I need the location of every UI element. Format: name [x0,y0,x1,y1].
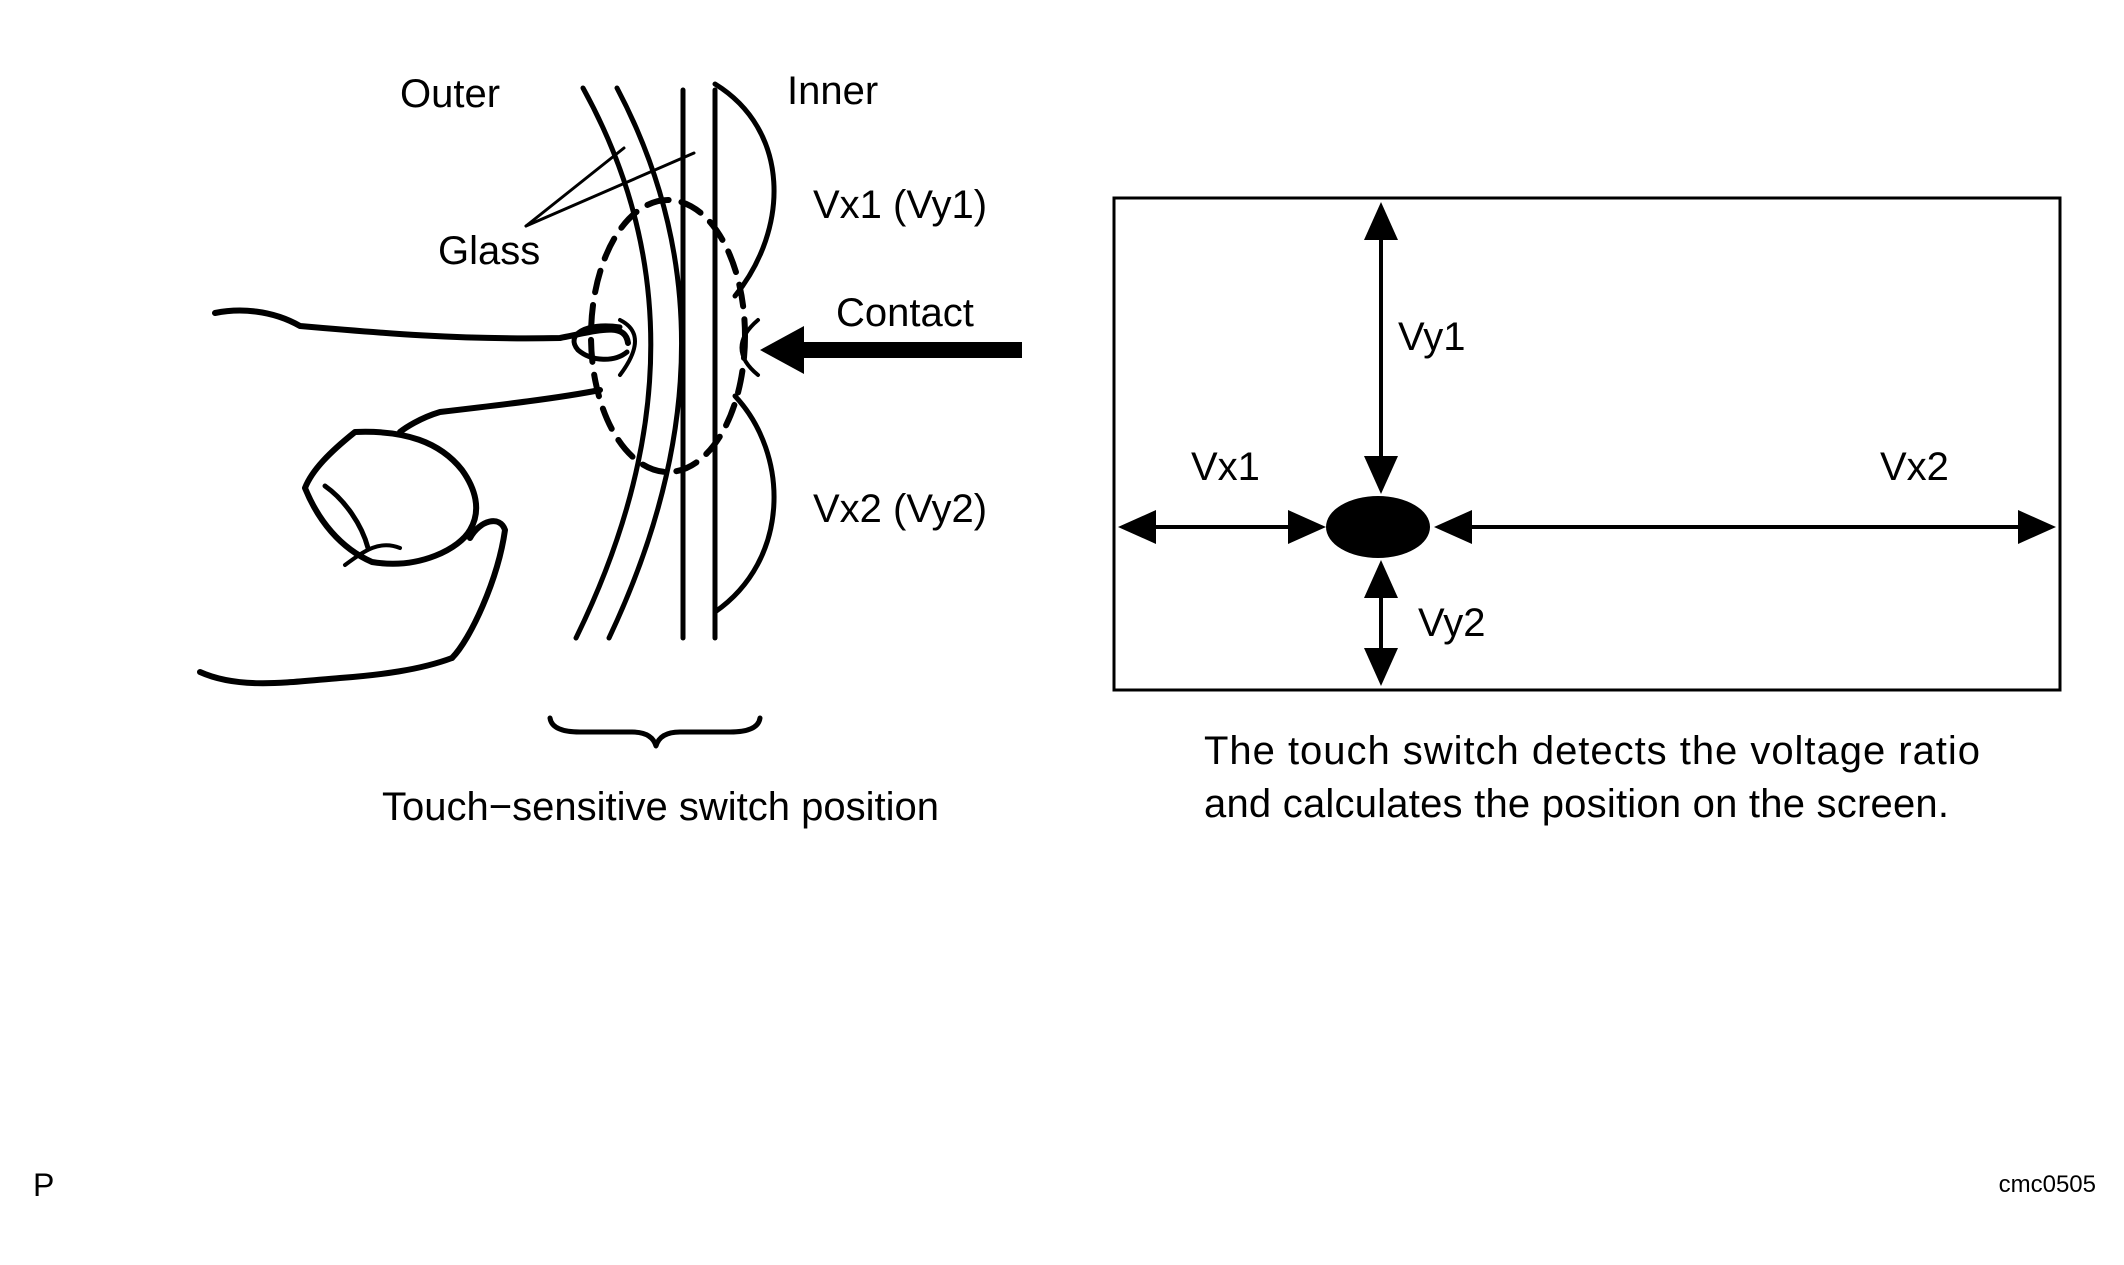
figure-code: cmc0505 [1999,1171,2096,1198]
vy2-arrow [1364,560,1398,686]
outer-glass-curve-1 [573,85,654,641]
right-caption-line-2: and calculates the position on the scree… [1204,782,1949,826]
finger-bottom-outline [397,387,603,435]
touch-point [1326,496,1430,558]
vx1-label: Vx1 [1191,445,1260,489]
vx2-vy2-label: Vx2 (Vy2) [813,487,987,531]
vx2-label: Vx2 [1880,445,1949,489]
switch-position-brace [547,715,763,749]
right-caption-line-1: The touch switch detects the voltage rat… [1204,729,1980,773]
vy2-label: Vy2 [1418,601,1485,645]
glass-label: Glass [438,229,540,273]
left-figure-caption: Touch−sensitive switch position [382,785,939,829]
vy1-label: Vy1 [1398,315,1465,359]
contact-label: Contact [836,291,974,335]
contact-area-dashed-ellipse [588,197,748,475]
thumb-outline [449,518,508,661]
palm-bottom-outline [197,655,455,687]
vx1-vy1-label: Vx1 (Vy1) [813,183,987,227]
footer-left-mark: P [33,1167,54,1203]
screen-rectangle [1112,196,2062,692]
finger-top-outline [212,307,631,346]
contact-pinch-left [618,318,637,377]
contact-pinch-right [739,318,760,377]
fingertip-outline [571,323,630,362]
inner-label: Inner [787,69,878,113]
inner-bow-lower [712,393,777,615]
vx1-arrow [1118,510,1326,544]
touch-switch-cross-section [197,81,777,749]
hand-crease [322,483,371,551]
vy1-arrow [1364,202,1398,494]
thumb-crease [343,543,402,567]
glass-leader-2 [524,151,696,228]
screen-position-diagram [1112,196,2062,692]
inner-bow-upper [712,81,777,299]
outer-label: Outer [400,72,500,116]
glass-leader-1 [524,146,626,228]
vx2-arrow [1434,510,2056,544]
hand-knuckle-outline [302,428,480,567]
contact-arrow [760,326,1022,374]
